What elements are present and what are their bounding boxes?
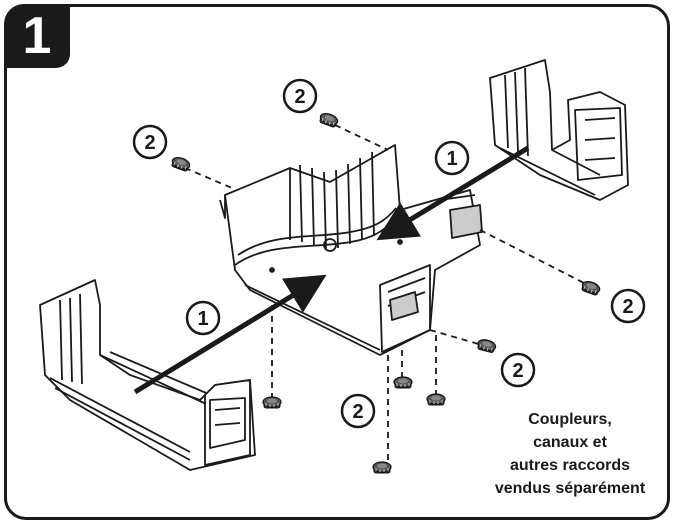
note-line: vendus séparément [494, 480, 646, 497]
callout-screw-bottom: 2 [340, 393, 376, 429]
callout-screw-right: 2 [610, 288, 646, 324]
screw-icon [372, 461, 392, 474]
svg-text:2: 2 [622, 296, 633, 318]
screw-paths [184, 124, 589, 460]
left-channel-section [39, 279, 256, 471]
callout-screw-top-left: 2 [132, 124, 168, 160]
svg-text:2: 2 [352, 401, 363, 423]
svg-text:1: 1 [197, 308, 208, 330]
right-channel-section [489, 59, 629, 201]
step-number-badge: 1 [4, 4, 70, 68]
insert-arrow-right [376, 145, 530, 241]
center-fitting [219, 144, 483, 356]
insert-arrow-left [133, 274, 327, 395]
screw-icon [262, 396, 282, 409]
callout-screw-top: 2 [282, 78, 318, 114]
callout-arrow-left: 1 [185, 300, 221, 336]
note-line: canaux et [533, 434, 607, 451]
note-line: Coupleurs, [528, 411, 612, 428]
svg-text:2: 2 [294, 86, 305, 108]
sold-separately-note: Coupleurs, canaux et autres raccords ven… [470, 408, 670, 500]
screw-icon [426, 393, 446, 406]
svg-text:2: 2 [144, 132, 155, 154]
note-line: autres raccords [509, 457, 631, 474]
screw-icon [475, 337, 498, 354]
svg-text:2: 2 [512, 360, 523, 382]
callout-screw-right-lower: 2 [500, 352, 536, 388]
callout-arrow-right: 1 [434, 140, 470, 176]
svg-text:1: 1 [446, 148, 457, 170]
screw-icon [393, 376, 413, 389]
